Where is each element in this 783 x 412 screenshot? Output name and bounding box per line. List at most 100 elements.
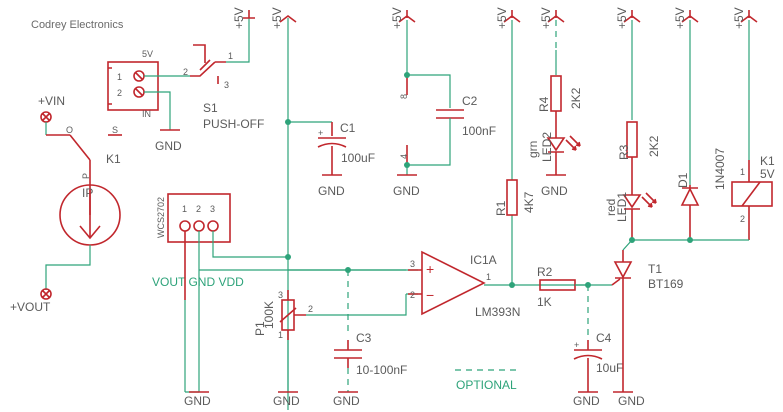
gnd-p1: GND [273,391,300,408]
svg-text:LED1: LED1 [615,192,629,222]
vout-terminal-label: +VOUT [10,300,51,314]
ip-label: IP [82,186,93,200]
svg-text:2: 2 [196,204,201,214]
gnd-conn: GND [155,129,182,153]
svg-text:10-100nF: 10-100nF [356,363,407,377]
svg-text:+5V: +5V [673,7,687,29]
diode-d1: D1 1N4007 [676,148,727,240]
gnd-c2: GND [393,174,420,198]
svg-text:+5V: +5V [390,7,404,29]
svg-text:GND: GND [318,184,345,198]
svg-text:grn: grn [526,141,540,158]
svg-text:+5V: +5V [732,7,746,29]
svg-text:+5V: +5V [270,7,284,29]
gnd-c3: GND [333,391,360,408]
conn-pin2: 2 [117,88,122,98]
svg-text:1: 1 [182,204,187,214]
svg-text:+5V: +5V [539,7,553,29]
svg-text:+5V: +5V [615,7,629,29]
svg-text:IC1A: IC1A [470,253,497,267]
svg-text:2: 2 [308,304,313,314]
svg-text:C4: C4 [596,331,612,345]
svg-text:100uF: 100uF [341,151,375,165]
vout-terminal [40,288,52,300]
svg-text:+: + [426,261,434,277]
svg-text:R4: R4 [537,96,551,112]
svg-text:1N4007: 1N4007 [713,148,727,190]
svg-text:10uF: 10uF [596,361,623,375]
resistor-r4: R4 2K2 [537,75,583,112]
svg-text:2: 2 [410,290,415,300]
svg-text:3: 3 [210,204,215,214]
svg-text:T1: T1 [648,262,662,276]
svg-text:GND: GND [618,394,645,408]
svg-text:2: 2 [740,214,745,224]
svg-text:BT169: BT169 [648,277,684,291]
svg-text:+5V: +5V [232,7,246,29]
svg-text:GND: GND [184,394,211,408]
svg-text:+: + [318,128,323,138]
potentiometer-p1: 3 1 2 P1 100K [253,290,313,340]
svg-text:GND: GND [333,394,360,408]
svg-text:R3: R3 [617,144,631,160]
relay-pin-s: S [112,125,118,135]
svg-text:GND: GND [273,394,300,408]
svg-text:GND: GND [155,139,182,153]
svg-text:4K7: 4K7 [522,191,536,213]
svg-text:K1: K1 [760,154,775,168]
sensor-wcs2702: 1 2 3 WCS2702 [156,193,231,243]
svg-text:C3: C3 [356,331,372,345]
thyristor-t1: T1 BT169 [611,250,684,392]
capacitor-c2: C2 100nF [436,94,496,138]
gnd-t1: GND [613,391,645,408]
vcc-r4: +5V [539,7,565,29]
vin-terminal [40,111,52,123]
pin8-label: 8 [399,94,409,99]
conn-pin1: 1 [117,72,122,82]
gnd-c4: GND [573,391,600,408]
vcc-r1: +5V [495,7,521,29]
svg-text:1: 1 [740,167,745,177]
gnd-led2: GND [541,174,568,198]
svg-text:+5V: +5V [495,7,509,29]
led-led2: grn LED2 [526,111,581,175]
resistor-r2: R2 1K [537,265,576,309]
svg-text:3: 3 [410,259,415,269]
svg-text:1: 1 [486,272,491,282]
s1-pin1: 1 [228,51,233,61]
svg-text:GND: GND [393,184,420,198]
vin-label: +VIN [38,94,65,108]
s1-type: PUSH-OFF [203,117,264,131]
svg-text:2K2: 2K2 [647,135,661,157]
svg-text:R1: R1 [494,200,508,216]
svg-text:−: − [426,287,434,303]
author-label: Codrey Electronics [31,19,124,31]
vcc-r3: +5V [615,7,641,29]
relay-k1: 1 2 K1 5V [731,154,775,240]
relay-pin-o: O [66,125,73,135]
svg-text:C1: C1 [340,121,356,135]
svg-text:+: + [574,340,579,350]
vcc-d1: +5V [673,7,699,29]
svg-text:1K: 1K [537,295,552,309]
svg-text:5V: 5V [760,167,775,181]
svg-text:D1: D1 [676,172,690,188]
relay-pin-p: P [81,173,91,179]
input-section: +VIN O S P K1 IP +VOUT [10,94,122,314]
svg-text:LM393N: LM393N [475,305,520,319]
resistor-r3: R3 2K2 [617,121,661,160]
svg-text:100K: 100K [262,301,276,329]
resistor-r1: R1 4K7 [494,179,536,216]
svg-text:1: 1 [278,330,283,340]
svg-text:R2: R2 [537,265,553,279]
sensor-signals: VOUT GND VDD [152,275,244,289]
gnd-sensor: GND [184,391,211,408]
capacitor-c1: C1 100uF + GND [317,121,375,198]
svg-text:LED2: LED2 [540,132,554,162]
svg-text:GND: GND [541,184,568,198]
optional-label: OPTIONAL [456,378,517,392]
sensor-part: WCS2702 [156,197,166,238]
capacitor-c4: + C4 10uF [573,331,623,392]
s1-name: S1 [203,101,218,115]
